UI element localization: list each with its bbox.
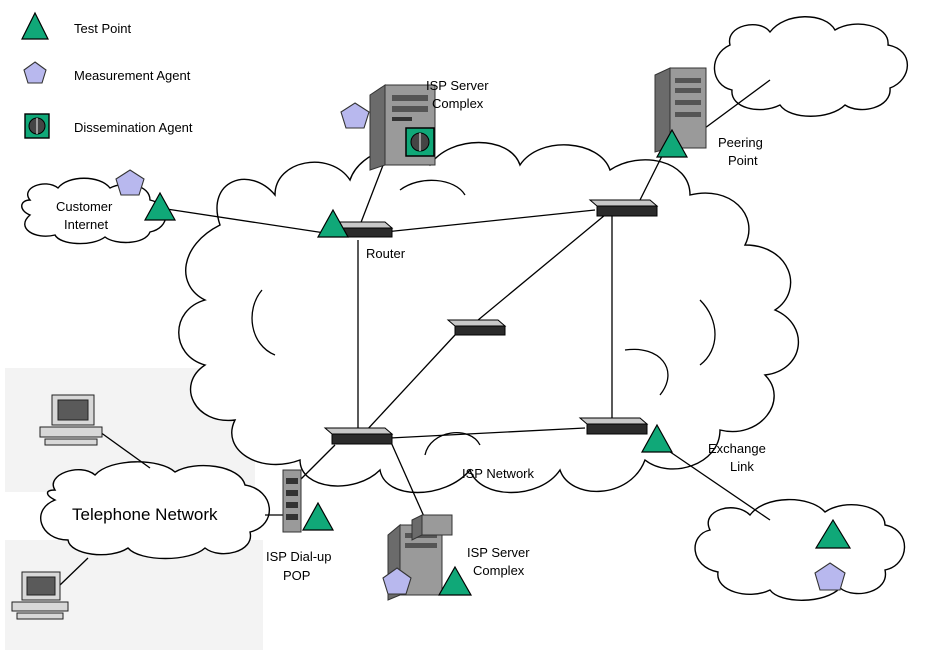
test-point-triangle-icon [640, 423, 674, 453]
dissemination-agent-icon [24, 113, 50, 139]
label-exchange-link-1: Exchange [708, 441, 766, 456]
measurement-agent-pentagon-icon [814, 562, 846, 591]
test-point-triangle-icon [143, 191, 177, 221]
label-isp-server-complex-top-1: ISP Server [426, 78, 489, 93]
label-isp-server-complex-bottom-2: Complex [473, 563, 525, 578]
label-peering-point-1: Peering [718, 135, 763, 150]
measurement-agent-pentagon-icon [23, 61, 47, 84]
link-exchange-cloud [659, 444, 771, 521]
cloud-inner-contour-top [399, 179, 466, 196]
router-icon [446, 319, 507, 336]
test-point-triangle-icon [21, 11, 49, 40]
link-router-server-top [359, 159, 386, 226]
link-pc-top-telephone [99, 431, 151, 469]
router-icon [588, 199, 659, 217]
cloud-inner-contour-mid [424, 432, 481, 456]
link-topright-peering [639, 149, 666, 201]
label-isp-server-complex-bottom-1: ISP Server [467, 545, 530, 560]
computer-icon [39, 394, 103, 446]
measurement-agent-pentagon-icon [115, 169, 145, 196]
exchange-cloud [694, 498, 906, 601]
test-point-triangle-icon [316, 208, 350, 238]
cloud-inner-contour-left [251, 289, 276, 356]
isp-network-cloud [178, 141, 799, 494]
measurement-agent-pentagon-icon [382, 567, 412, 595]
cloud-inner-contour-right [699, 299, 716, 366]
link-center-bottomleft [364, 334, 456, 433]
peering-cloud [713, 16, 909, 117]
cloud-inner-contour-right2 [624, 348, 669, 396]
label-router: Router [366, 246, 406, 261]
test-point-triangle-icon [437, 565, 473, 596]
label-telephone-network: Telephone Network [72, 505, 218, 524]
dissemination-agent-icon [405, 127, 435, 157]
router-icon [328, 221, 394, 238]
router-icon [578, 417, 649, 435]
computer-icon [11, 571, 69, 620]
server-icon [654, 67, 707, 153]
legend-measurement-agent: Measurement Agent [74, 68, 191, 83]
router-icon [323, 427, 394, 445]
server-icon [282, 469, 302, 533]
telephone-network-cloud [40, 461, 270, 560]
label-isp-dialup-pop-1: ISP Dial-up [266, 549, 332, 564]
label-exchange-link-2: Link [730, 459, 754, 474]
link-pc-bottom-telephone [59, 557, 89, 586]
link-bottomleft-bottomright [389, 427, 586, 439]
label-isp-dialup-pop-2: POP [283, 568, 310, 583]
test-point-triangle-icon [655, 128, 689, 158]
link-router-topright [384, 209, 596, 233]
link-customer-router [159, 207, 339, 236]
label-isp-server-complex-top-2: Complex [432, 96, 484, 111]
test-point-triangle-icon [814, 518, 852, 549]
label-isp-network: ISP Network [462, 466, 535, 481]
label-customer-internet-2: Internet [64, 217, 108, 232]
link-topright-center [459, 214, 606, 336]
measurement-agent-pentagon-icon [340, 102, 370, 129]
legend-test-point: Test Point [74, 21, 131, 36]
legend-dissemination-agent: Dissemination Agent [74, 120, 193, 135]
link-peering-cloud [704, 79, 771, 129]
label-peering-point-2: Point [728, 153, 758, 168]
label-customer-internet-1: Customer [56, 199, 113, 214]
link-bottomleft-dialup [299, 444, 336, 481]
test-point-triangle-icon [301, 501, 335, 531]
